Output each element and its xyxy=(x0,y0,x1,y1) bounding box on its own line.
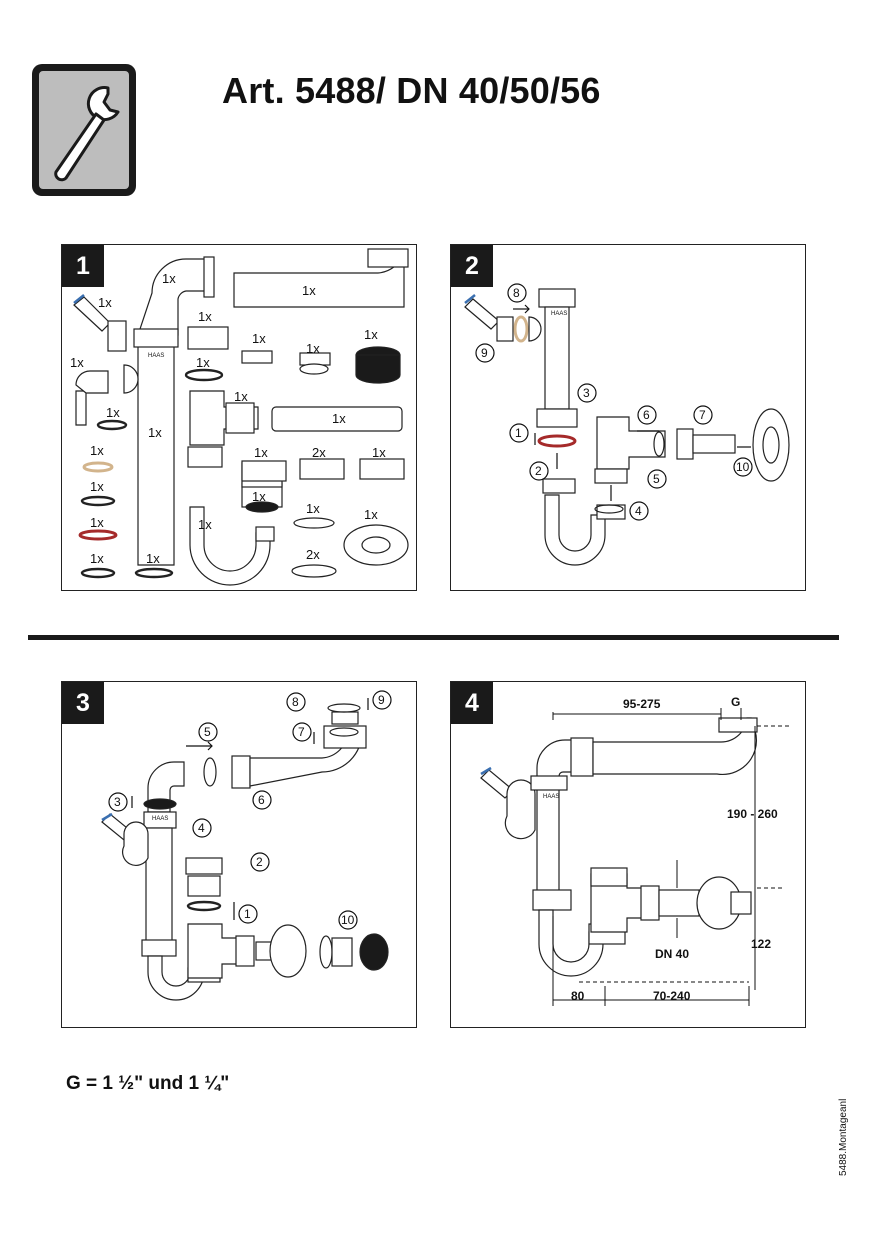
dim-outlet-height: 122 xyxy=(751,937,771,951)
doc-code: 5488.Montageanl xyxy=(838,1098,849,1176)
qty-label: 1x xyxy=(98,295,112,310)
qty-label: 1x xyxy=(148,425,162,440)
qty-label: 1x xyxy=(234,389,248,404)
step-number: 1 xyxy=(244,907,251,921)
dim-height-range: 190 - 260 xyxy=(727,807,778,821)
step-number: 4 xyxy=(635,504,642,518)
step-number: 2 xyxy=(535,464,542,478)
qty-label: 1x xyxy=(364,507,378,522)
step-number: 1 xyxy=(515,426,522,440)
thread-note: G = 1 ½" und 1 ¼" xyxy=(66,1073,230,1094)
qty-label: 1x xyxy=(90,479,104,494)
dim-depth-range: 70-240 xyxy=(653,989,691,1003)
step-number: 4 xyxy=(198,821,205,835)
panel-parts-list: 1 xyxy=(61,244,417,591)
step-number: 8 xyxy=(513,286,520,300)
qty-label: 1x xyxy=(364,327,378,342)
qty-label: 1x xyxy=(254,445,268,460)
quantity-labels: 1x 1x 1x 1x 1x 1x 1x 1x 1x 1x 1x 1x 1x 1… xyxy=(70,271,386,566)
step-number: 9 xyxy=(481,346,488,360)
qty-label: 1x xyxy=(252,489,266,504)
assembly-drawing: HAAS 8 9 3 1 2 4 5 6 xyxy=(464,283,790,566)
qty-label: 1x xyxy=(162,271,176,286)
qty-label: 2x xyxy=(312,445,326,460)
brand-mark: HAAS xyxy=(148,353,164,359)
dim-width-range: 95-275 xyxy=(623,697,661,711)
qty-label: 1x xyxy=(198,517,212,532)
step-number: 3 xyxy=(583,386,590,400)
qty-label: 1x xyxy=(90,515,104,530)
qty-label: 1x xyxy=(90,551,104,566)
step-number: 6 xyxy=(643,408,650,422)
dim-pipe: DN 40 xyxy=(655,947,689,961)
brand-mark: HAAS xyxy=(152,816,168,822)
panel-number: 2 xyxy=(451,245,493,287)
dimension-drawing: HAAS 95-275 G 190 - 260 122 DN 40 80 7 xyxy=(480,695,791,1006)
section-divider xyxy=(28,635,839,640)
qty-label: 1x xyxy=(332,411,346,426)
brand-mark: HAAS xyxy=(551,311,567,317)
step-number: 9 xyxy=(378,693,385,707)
qty-label: 1x xyxy=(196,355,210,370)
panel-assembly-step-3: 3 xyxy=(61,681,417,1028)
qty-label: 1x xyxy=(146,551,160,566)
assembly-drawing: HAAS 1 2 3 4 5 6 7 8 9 xyxy=(101,690,392,1001)
step-number: 7 xyxy=(298,725,305,739)
step-number: 8 xyxy=(292,695,299,709)
step-number: 2 xyxy=(256,855,263,869)
step-number: 5 xyxy=(653,472,660,486)
wrench-icon xyxy=(30,62,138,198)
panel-number: 4 xyxy=(451,682,493,724)
brand-mark: HAAS xyxy=(543,794,559,800)
panel-number: 1 xyxy=(62,245,104,287)
panel-assembly-step-2: 2 HAAS xyxy=(450,244,806,591)
qty-label: 1x xyxy=(306,341,320,356)
page-title: Art. 5488/ DN 40/50/56 xyxy=(222,70,601,111)
step-number: 6 xyxy=(258,793,265,807)
step-number: 3 xyxy=(114,795,121,809)
qty-label: 1x xyxy=(90,443,104,458)
panel-dimensions: 4 HAAS xyxy=(450,681,806,1028)
step-number: 10 xyxy=(736,460,750,474)
qty-label: 2x xyxy=(306,547,320,562)
qty-label: 1x xyxy=(306,501,320,516)
panel-number: 3 xyxy=(62,682,104,724)
step-number: 7 xyxy=(699,408,706,422)
qty-label: 1x xyxy=(198,309,212,324)
qty-label: 1x xyxy=(372,445,386,460)
dim-offset: 80 xyxy=(571,989,585,1003)
qty-label: 1x xyxy=(252,331,266,346)
step-number: 10 xyxy=(341,913,355,927)
qty-label: 1x xyxy=(302,283,316,298)
parts-drawing: 1x 1x 1x 1x 1x 1x 1x 1x 1x 1x 1x 1x 1x 1… xyxy=(70,248,409,586)
qty-label: 1x xyxy=(70,355,84,370)
dim-thread: G xyxy=(731,695,740,709)
qty-label: 1x xyxy=(106,405,120,420)
step-number: 5 xyxy=(204,725,211,739)
